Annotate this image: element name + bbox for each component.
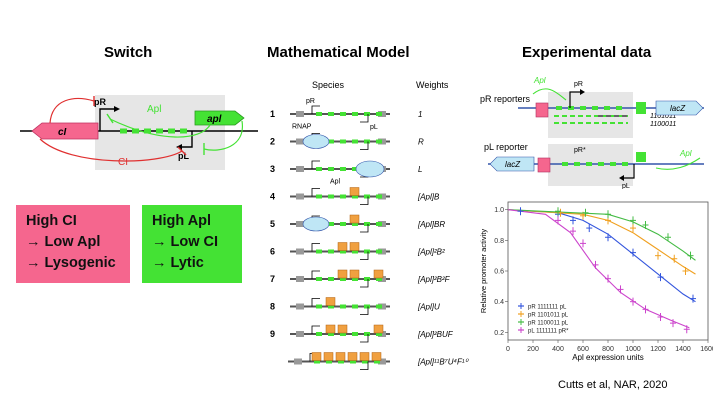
row-label: Apl: [330, 179, 341, 186]
row-weight: [Apl]B: [417, 193, 440, 202]
reporter-diagram: pR reporters 1101011 1100011 lacZ pR Apl…: [480, 76, 704, 189]
high-ci-line-2: → Low Apl: [26, 234, 101, 250]
x-tick-label: 200: [527, 346, 539, 353]
y-tick-label: 1.0: [494, 207, 504, 214]
y-tick-label: 0.8: [494, 238, 504, 245]
pr-top-label: pR: [574, 81, 583, 88]
high-ci-line-1: High CI: [26, 213, 77, 229]
high-ci-line-3: → Lysogenic: [26, 255, 116, 271]
x-tick-label: 400: [552, 346, 564, 353]
model-row: 8 [Apl]U: [270, 297, 440, 315]
lacz-label-bottom: lacZ: [505, 160, 521, 169]
row-number: 8: [270, 302, 275, 312]
row-number: 9: [270, 329, 275, 339]
legend-entry: pR 1111111 pL: [528, 305, 567, 311]
row-weight: [Apl]U: [417, 303, 440, 312]
model-row: 4 Apl [Apl]B: [270, 179, 440, 205]
x-tick-label: 1400: [675, 346, 691, 353]
x-tick-label: 0: [506, 346, 510, 353]
ci-gene-label: cI: [58, 127, 67, 138]
high-apl-line-1: High Apl: [152, 213, 212, 229]
row-number: 7: [270, 274, 275, 284]
ci-repressor-label: CI: [118, 157, 128, 168]
apl-gene-arrow: [194, 110, 245, 126]
y-tick-label: 0.2: [494, 330, 504, 337]
seq2-label: 1100011: [650, 121, 676, 128]
pl-bottom-label: pL: [622, 183, 630, 189]
ci-gene-arrow: [31, 122, 99, 140]
model-title: Mathematical Model: [267, 44, 410, 61]
lacz-arrow-bottom: [489, 156, 535, 172]
high-apl-line-3: → Lytic: [152, 255, 204, 271]
legend-entry: pR 1100011 pL: [528, 321, 569, 327]
model-row: [Apl]¹¹B⁷U⁴F¹⁰: [288, 352, 470, 370]
x-tick-label: 800: [602, 346, 614, 353]
y-tick-label: 0.4: [494, 299, 504, 306]
x-tick-label: 1200: [650, 346, 666, 353]
apl-bottom-label: Apl: [679, 149, 692, 158]
row-number: 3: [270, 164, 275, 174]
pl-label: pL: [178, 151, 189, 161]
row-number: 6: [270, 247, 275, 257]
row-number: 5: [270, 219, 275, 229]
row-weight: 1: [418, 110, 422, 119]
model-row: 9 [Apl]²BUF: [270, 324, 454, 343]
model-row: 2 RNAP R: [270, 124, 424, 150]
row-number: 4: [270, 192, 275, 202]
row-label: pR: [306, 98, 315, 105]
row-weight: [Apl]¹¹B⁷U⁴F¹⁰: [417, 358, 470, 367]
model-row: 1 pR pL 1: [270, 98, 422, 131]
series-curve: [507, 209, 696, 303]
lacz-arrow-top: [655, 100, 704, 116]
legend-entry: pL 1111111 pR*: [528, 329, 569, 335]
row-weight: [Apl]²BUF: [417, 330, 454, 339]
weights-header: Weights: [416, 80, 449, 90]
pr-label: pR: [94, 97, 106, 107]
high-apl-box: High Apl → Low CI → Lytic: [142, 205, 242, 283]
seq1-label: 1101011: [650, 113, 676, 120]
chart-xlabel: Apl expression units: [572, 353, 644, 362]
x-tick-label: 1000: [625, 346, 641, 353]
row-weight: [Apl]²B²: [417, 248, 445, 257]
row-weight: L: [418, 165, 422, 174]
switch-diagram: cI apl pR pL CI Apl: [20, 95, 258, 170]
citation: Cutts et al, NAR, 2020: [558, 379, 668, 391]
high-ci-box: High CI → Low Apl → Lysogenic: [16, 205, 130, 283]
species-header: Species: [312, 80, 345, 90]
model-row: 7 [Apl]²B²F: [270, 269, 451, 288]
data-title: Experimental data: [522, 44, 652, 61]
apl-top-label: Apl: [533, 76, 546, 85]
apl-repressor-label: Apl: [147, 104, 161, 115]
row-weight: R: [418, 138, 424, 147]
model-row: 6 [Apl]²B²: [270, 242, 445, 260]
row-number: 2: [270, 137, 275, 147]
pr-star-label: pR*: [574, 147, 586, 154]
high-apl-line-2: → Low CI: [152, 234, 219, 250]
chart-ylabel: Relative promoter activity: [479, 229, 488, 313]
apl-gene-label: apl: [207, 114, 222, 125]
legend-entry: pR 1101011 pL: [528, 313, 569, 319]
row-number: 1: [270, 109, 275, 119]
row-weight: [Apl]BR: [417, 220, 445, 229]
lacz-label-top: lacZ: [670, 104, 686, 113]
pr-reporters-label: pR reporters: [480, 94, 531, 104]
y-tick-label: 0.6: [494, 269, 504, 276]
row-label: RNAP: [292, 124, 312, 131]
x-tick-label: 600: [577, 346, 589, 353]
model-row: 5 [Apl]BR: [270, 214, 445, 233]
row-label-2: pL: [370, 124, 378, 131]
switch-title: Switch: [104, 44, 153, 61]
row-weight: [Apl]²B²F: [417, 275, 451, 284]
pl-reporter-label: pL reporter: [484, 142, 528, 152]
